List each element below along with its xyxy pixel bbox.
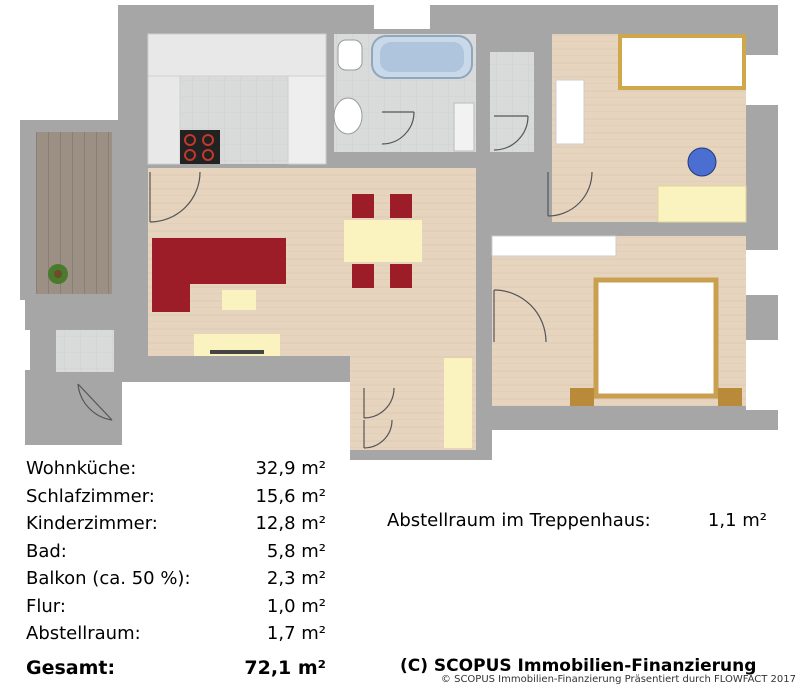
area-row: Flur: 1,0 m² <box>26 593 326 621</box>
area-value: 1,7 m² <box>266 623 326 644</box>
area-row: Balkon (ca. 50 %): 2,3 m² <box>26 565 326 593</box>
dining-table <box>344 220 422 262</box>
toilet-icon <box>337 39 363 71</box>
area-value: 15,6 m² <box>255 485 326 507</box>
brand-text: (C) SCOPUS Immobilien-Finanzierung <box>400 656 757 676</box>
area-value: 5,8 m² <box>266 540 326 562</box>
area-row: Bad: 5,8 m² <box>26 538 326 566</box>
extra-storage-row: Abstellraum im Treppenhaus: 1,1 m² <box>387 507 767 534</box>
area-name: Kinderzimmer: <box>26 513 158 534</box>
area-value: 32,9 m² <box>255 458 326 479</box>
total-row: Gesamt: 72,1 m² <box>26 655 326 682</box>
sink-icon <box>333 97 363 135</box>
area-value: 12,8 m² <box>255 513 326 534</box>
area-row: Wohnküche: 32,9 m² <box>26 455 326 483</box>
area-row: Abstellraum: 1,7 m² <box>26 620 326 648</box>
area-name: Balkon (ca. 50 %): <box>26 568 191 589</box>
balcony-deck <box>36 132 112 294</box>
kitchen-counter <box>147 33 327 77</box>
door-arcs <box>77 111 593 449</box>
area-list: Wohnküche: 32,9 m² Schlafzimmer: 15,6 m²… <box>26 455 326 648</box>
area-name: Bad: <box>26 540 67 562</box>
utility-niche <box>490 52 534 152</box>
area-name: Schlafzimmer: <box>26 485 155 507</box>
double-bed <box>593 277 719 399</box>
area-row: Kinderzimmer: 12,8 m² <box>26 510 326 538</box>
area-name: Abstellraum: <box>26 623 141 644</box>
total-value: 72,1 m² <box>244 657 326 679</box>
coffee-table <box>222 290 256 310</box>
area-name: Flur: <box>26 595 66 617</box>
credit-text: © SCOPUS Immobilien-Finanzierung Präsent… <box>440 674 796 685</box>
total-label: Gesamt: <box>26 657 116 679</box>
extra-storage-value: 1,1 m² <box>707 510 767 531</box>
floor-plan <box>20 5 778 460</box>
extra-storage-label: Abstellraum im Treppenhaus: <box>387 510 651 531</box>
chair-icon <box>687 147 717 177</box>
entry-niche <box>56 330 114 372</box>
area-row: Schlafzimmer: 15,6 m² <box>26 483 326 511</box>
area-name: Wohnküche: <box>26 458 137 479</box>
area-value: 1,0 m² <box>266 595 326 617</box>
kids-desk <box>657 185 747 223</box>
kids-bed <box>618 34 746 90</box>
area-value: 2,3 m² <box>266 568 326 589</box>
